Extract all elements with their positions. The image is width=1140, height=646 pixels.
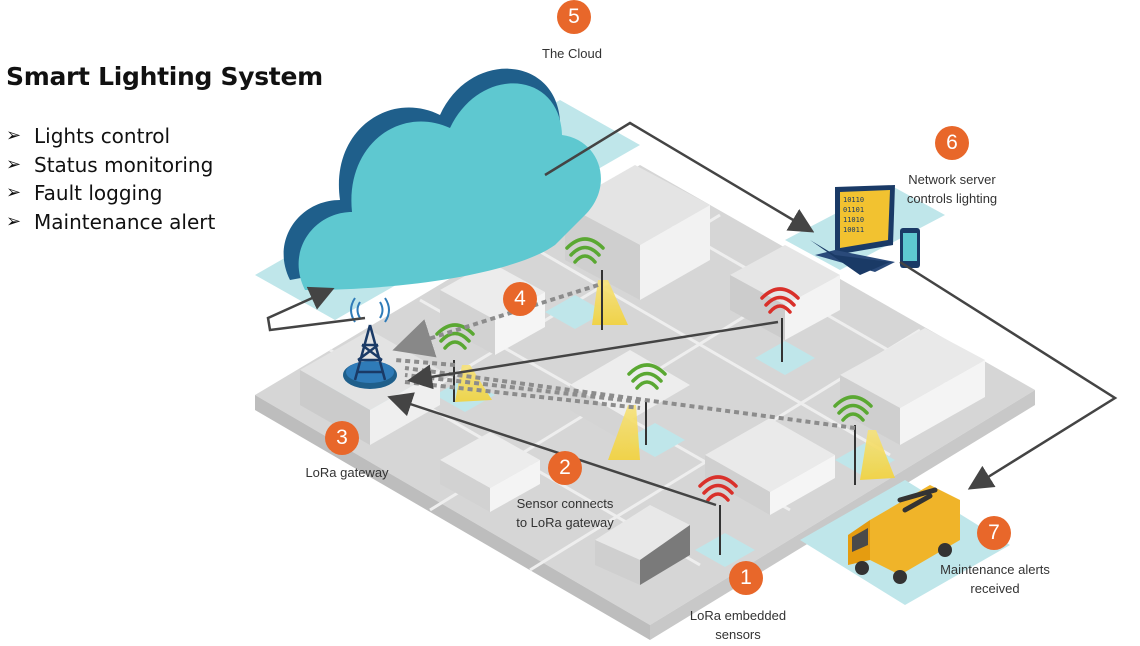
step-badge-2: 2 (548, 451, 582, 485)
arrow-bullet-icon: ➢ (6, 153, 22, 175)
caption-step-5: The Cloud (542, 46, 602, 61)
step-badge-5: 5 (557, 0, 591, 34)
step-badge-3: 3 (325, 421, 359, 455)
gateway-tower-icon (343, 297, 397, 389)
wifi-signal-icon (833, 395, 873, 422)
flow-arrows (266, 121, 1118, 507)
wifi-signal-icon (565, 237, 605, 264)
svg-text:01101: 01101 (843, 206, 864, 214)
list-item: ➢Fault logging (6, 179, 215, 208)
wifi-signal-icon (760, 287, 800, 314)
caption-step-1: LoRa embedded sensors (689, 608, 787, 642)
list-item: ➢Status monitoring (6, 151, 215, 180)
van-icon (848, 485, 960, 584)
page-title: Smart Lighting System (6, 62, 323, 91)
wifi-signal-icon (698, 475, 738, 502)
streetlight-icon (453, 360, 492, 402)
caption-step-3: LoRa gateway (305, 465, 389, 480)
streetlights (453, 270, 895, 555)
svg-text:10110: 10110 (843, 196, 864, 204)
wifi-signal-icon (627, 363, 667, 390)
svg-text:11010: 11010 (843, 216, 864, 224)
caption-step-2: Sensor connects to LoRa gateway (516, 496, 614, 530)
svg-text:10011: 10011 (843, 226, 864, 234)
sensor-links-dotted (392, 283, 856, 430)
feature-list: ➢Lights control ➢Status monitoring ➢Faul… (6, 122, 215, 236)
streetlight-icon (608, 400, 647, 460)
list-item: ➢Maintenance alert (6, 208, 215, 237)
wifi-signals (435, 237, 873, 502)
list-item: ➢Lights control (6, 122, 215, 151)
caption-step-6: Network server controls lighting (906, 172, 998, 206)
arrow-bullet-icon: ➢ (6, 182, 22, 203)
cloud-icon (283, 68, 601, 290)
step-badge-4: 4 (503, 282, 537, 316)
step-badge-7: 7 (977, 516, 1011, 550)
phone-icon (900, 228, 920, 268)
wifi-signal-icon (435, 323, 475, 350)
arrow-bullet-icon: ➢ (6, 210, 22, 232)
caption-step-7: Maintenance alerts received (940, 562, 1050, 596)
streetlight-icon (592, 270, 628, 330)
step-badge-1: 1 (729, 561, 763, 595)
streetlight-icon (854, 425, 895, 485)
laptop-icon: 10110 01101 11010 10011 (810, 185, 895, 275)
arrow-bullet-icon: ➢ (6, 125, 22, 146)
step-badge-6: 6 (935, 126, 969, 160)
